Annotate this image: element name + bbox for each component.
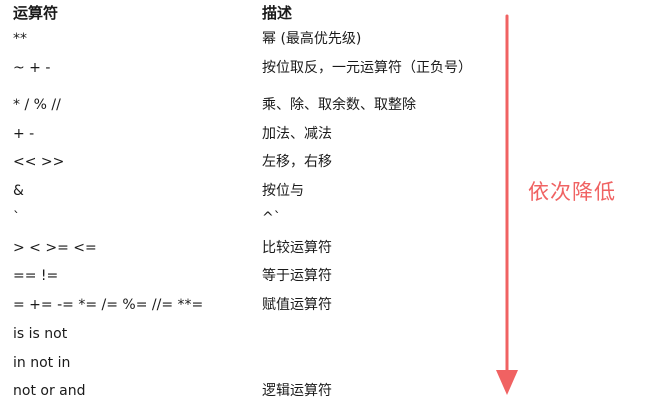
operator-cell: ~ + - <box>13 60 51 76</box>
operator-cell: in not in <box>13 355 71 371</box>
table-row: & 按位与 <box>0 177 672 205</box>
description-cell: 按位与 <box>262 183 304 199</box>
operator-column-header: 运算符 <box>13 4 59 22</box>
description-cell: 赋值运算符 <box>262 297 332 313</box>
description-cell: 加法、减法 <box>262 126 332 142</box>
description-cell: 左移，右移 <box>262 154 332 170</box>
table-row: == != 等于运算符 <box>0 262 672 290</box>
operator-cell: + - <box>13 126 35 142</box>
table-row: > < >= <= 比较运算符 <box>0 234 672 262</box>
operator-cell: & <box>13 183 24 199</box>
description-cell: 按位取反，一元运算符（正负号） <box>262 60 472 76</box>
description-cell: 等于运算符 <box>262 268 332 284</box>
description-cell: 乘、除、取余数、取整除 <box>262 97 416 113</box>
table-row: + - 加法、减法 <box>0 120 672 148</box>
table-row: << >> 左移，右移 <box>0 148 672 176</box>
description-cell: 幂 (最高优先级) <box>262 31 362 47</box>
operator-cell: > < >= <= <box>13 240 97 256</box>
table-row: = += -= *= /= %= //= **= 赋值运算符 <box>0 291 672 319</box>
priority-annotation: 依次降低 <box>528 180 616 204</box>
table-row: ** 幂 (最高优先级) <box>0 25 672 53</box>
table-row: * / % // 乘、除、取余数、取整除 <box>0 91 672 119</box>
table-row: ` ^` <box>0 204 672 232</box>
operator-cell: not or and <box>13 383 86 399</box>
table-row: not or and 逻辑运算符 <box>0 377 672 405</box>
operator-cell: = += -= *= /= %= //= **= <box>13 297 204 313</box>
operator-cell: << >> <box>13 154 65 170</box>
table-header: 运算符 描述 <box>0 0 672 24</box>
description-cell: 逻辑运算符 <box>262 383 332 399</box>
operator-cell: ` <box>13 210 20 226</box>
description-cell: ^` <box>262 210 281 226</box>
table-row: ~ + - 按位取反，一元运算符（正负号） <box>0 54 672 82</box>
table-row: in not in <box>0 349 672 377</box>
operator-cell: ** <box>13 31 27 47</box>
operator-cell: == != <box>13 268 59 284</box>
description-column-header: 描述 <box>262 4 293 22</box>
operator-cell: is is not <box>13 326 68 342</box>
table-row: is is not <box>0 320 672 348</box>
operator-cell: * / % // <box>13 97 61 113</box>
description-cell: 比较运算符 <box>262 240 332 256</box>
